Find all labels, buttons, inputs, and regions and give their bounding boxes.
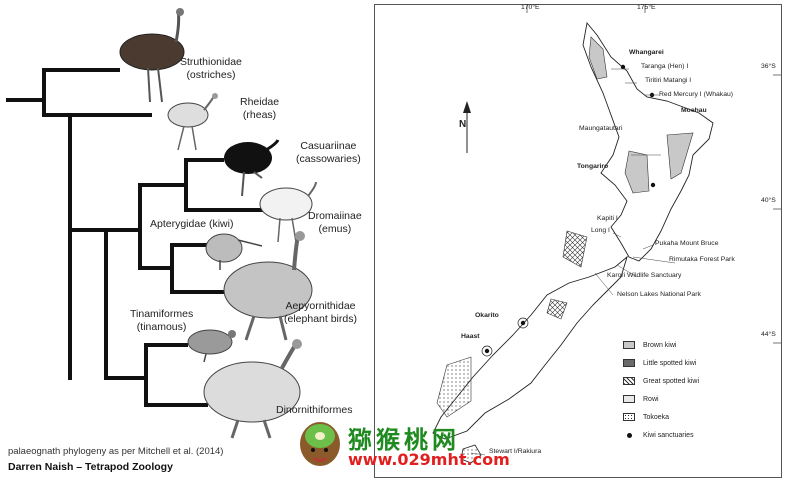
taxon-common-name: (tinamous) (136, 321, 187, 333)
great-spotted-kiwi-west (546, 298, 568, 320)
taxon-tinamiformes: Tinamiformes (tinamous) (130, 308, 193, 334)
place-maungatautari: Maungatautari (579, 125, 623, 132)
ostrich-illustration (119, 8, 185, 103)
cassowary-illustration (224, 139, 280, 197)
longitude-175: 175°E (637, 4, 656, 11)
swatch-icon (623, 413, 635, 421)
legend-label: Brown kiwi (643, 341, 677, 349)
legend-tokoeka: Tokoeka (623, 409, 669, 425)
legend-kiwi-sanctuaries: Kiwi sanctuaries (623, 427, 694, 443)
taxon-name: Apterygidae (kiwi) (150, 218, 234, 230)
south-island-outline (432, 255, 628, 440)
taxon-dromaiinae: Dromaiinae (emus) (308, 210, 362, 236)
watermark-title: 猕猴桃网 (348, 426, 460, 454)
north-island-outline (582, 21, 714, 262)
taxon-apterygidae: Apterygidae (kiwi) (150, 218, 233, 231)
place-rimutaka: Rimutaka Forest Park (669, 256, 735, 263)
taxon-name: Rheidae (240, 96, 280, 108)
taxon-dinornithiformes: Dinornithiformes (276, 404, 352, 417)
legend-little-spotted-kiwi: Little spotted kiwi (623, 355, 696, 371)
taxon-casuariinae: Casuariinae (cassowaries) (296, 140, 361, 166)
phylogeny-credit-text: palaeognath phylogeny as per Mitchell et… (8, 446, 224, 457)
watermark-url: www.029mht.com (348, 450, 510, 469)
taxon-common-name: (elephant birds) (284, 313, 357, 325)
place-tiritiri-matangi: Tiritiri Matangi I (645, 77, 692, 84)
tree-branches (6, 68, 264, 407)
taxon-name: Tinamiformes (130, 308, 194, 320)
swatch-icon (623, 359, 635, 367)
legend-great-spotted-kiwi: Great spotted kiwi (623, 373, 699, 389)
leader-lines (470, 68, 676, 456)
brown-kiwi-east (666, 132, 694, 180)
graticule-ticks (526, 5, 781, 344)
place-whangarei: Whangarei (629, 49, 664, 56)
taxon-rheidae: Rheidae (rheas) (240, 96, 279, 122)
north-arrow-icon (463, 101, 471, 153)
legend-label: Rowi (643, 395, 659, 403)
tinamou-illustration (187, 329, 236, 363)
taxon-name: Casuariinae (300, 140, 357, 152)
great-spotted-kiwi-nw (562, 230, 588, 268)
legend-label: Kiwi sanctuaries (643, 431, 694, 439)
place-kapiti: Kapiti I (597, 215, 618, 222)
place-nelson-lakes: Nelson Lakes National Park (617, 291, 701, 298)
author-credit: Darren Naish – Tetrapod Zoology (8, 461, 173, 473)
taxon-aepyornithidae: Aepyornithidae (elephant birds) (284, 300, 357, 326)
place-moehau: Moehau (681, 107, 707, 114)
taxon-struthionidae: Struthionidae (ostriches) (180, 56, 242, 82)
emu-illustration (259, 181, 317, 243)
taxon-common-name: (cassowaries) (296, 153, 361, 165)
taxon-common-name: (ostriches) (186, 69, 236, 81)
latitude-40: 40°S (761, 197, 776, 204)
moa-illustration (203, 339, 302, 439)
sanctuary-dot-icon (623, 432, 635, 438)
kiwi-illustration (205, 233, 263, 270)
map-graphic (432, 5, 781, 464)
kiwifruit-mascot-icon (300, 422, 340, 466)
site-watermark: 猕猴桃网 www.029mht.com (296, 418, 536, 478)
legend-label: Little spotted kiwi (643, 359, 697, 367)
taxon-name: Struthionidae (180, 56, 242, 68)
map-legend: Brown kiwi Little spotted kiwi Great spo… (623, 337, 773, 443)
swatch-icon (623, 377, 635, 385)
nz-kiwi-distribution-map: 170°E 175°E 36°S 40°S 44°S N Whangarei T… (374, 4, 782, 478)
latitude-36: 36°S (761, 63, 776, 70)
brown-kiwi-northland (588, 36, 608, 80)
legend-brown-kiwi: Brown kiwi (623, 337, 676, 353)
longitude-170: 170°E (521, 4, 540, 11)
place-taranga: Taranga (Hen) I (641, 63, 689, 70)
phylogeny-tree (6, 8, 317, 439)
rhea-illustration (167, 93, 218, 151)
phylogeny-panel: Struthionidae (ostriches) Rheidae (rheas… (0, 0, 372, 481)
taxon-common-name: (emus) (318, 223, 352, 235)
place-tongariro: Tongariro (577, 163, 609, 170)
taxon-name: Dinornithiformes (276, 404, 353, 416)
place-pukaha: Pukaha Mount Bruce (655, 240, 719, 247)
place-long-island: Long I (591, 227, 610, 234)
place-stewart-island: Stewart I/Rakiura (489, 448, 542, 455)
stewart-island-outline (460, 444, 482, 464)
tokoeka-fiordland (436, 356, 472, 418)
latitude-44: 44°S (761, 331, 776, 338)
legend-label: Tokoeka (643, 413, 670, 421)
taxon-common-name: (rheas) (242, 109, 277, 121)
taxon-name: Aepyornithidae (285, 300, 356, 312)
place-haast: Haast (461, 333, 480, 340)
brown-kiwi-central (624, 150, 650, 194)
elephant-bird-illustration (223, 231, 313, 341)
north-label: N (459, 119, 467, 130)
kiwi-sanctuary-markers (484, 64, 656, 354)
swatch-icon (623, 341, 635, 349)
swatch-icon (623, 395, 635, 403)
place-karori: Karori Wildlife Sanctuary (607, 272, 682, 279)
legend-label: Great spotted kiwi (643, 377, 700, 385)
place-red-mercury: Red Mercury I (Whakau) (659, 91, 734, 98)
place-okarito: Okarito (475, 312, 499, 319)
legend-rowi: Rowi (623, 391, 659, 407)
taxon-name: Dromaiinae (308, 210, 362, 222)
